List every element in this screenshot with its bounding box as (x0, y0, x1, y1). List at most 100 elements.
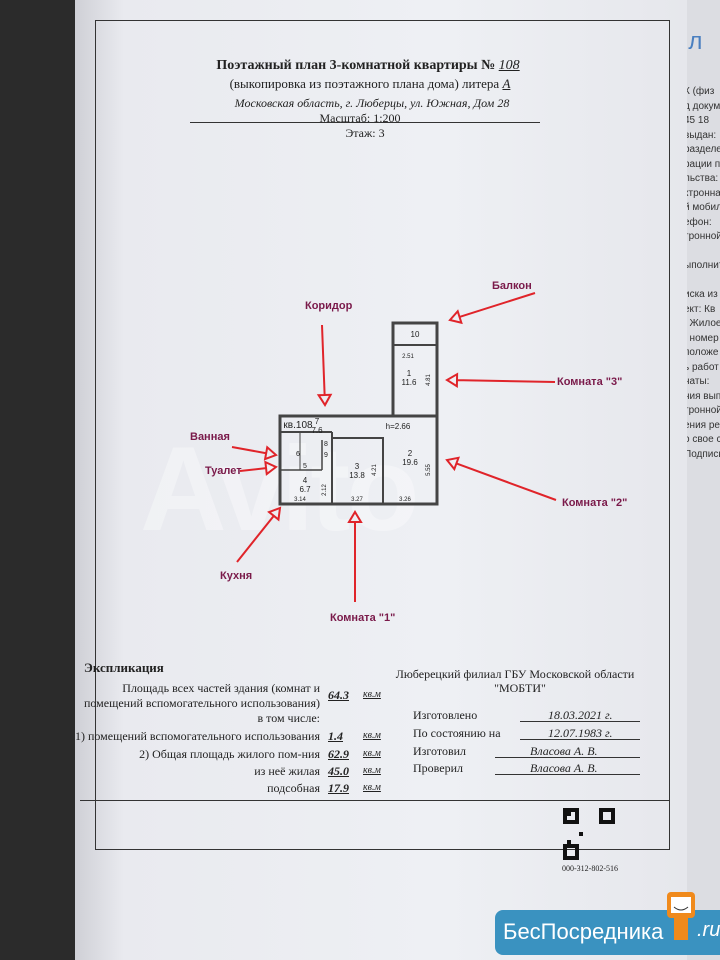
room-4-dim: 2.12 (322, 484, 328, 496)
qr-module (603, 808, 607, 812)
qr-module (603, 820, 607, 824)
qr-module (563, 820, 567, 824)
background-line: выдан: (684, 129, 717, 141)
underline (495, 757, 640, 758)
label-room-2: Комната "2" (562, 497, 628, 509)
background-line: ефон: (684, 216, 712, 228)
made-value: 18.03.2021 г. (548, 708, 613, 722)
unit: кв.м (363, 782, 381, 793)
room-3-area: 13.8 (349, 471, 365, 480)
room-7-area: 7.6 (311, 426, 323, 435)
qr-code (563, 808, 615, 860)
qr-module (611, 808, 615, 812)
qr-module (571, 808, 575, 812)
qr-module (563, 808, 567, 812)
explication-heading: Экспликация (84, 660, 164, 675)
room-4-num: 4 (303, 476, 308, 485)
qr-module (579, 832, 583, 836)
address: Московская область, г. Люберцы, ул. Южна… (234, 96, 510, 110)
qr-module (575, 856, 579, 860)
room-1-dim: 4.81 (426, 374, 432, 386)
qr-module (563, 848, 567, 852)
maker-label: Изготовил (413, 744, 467, 758)
width-3: 3.27 (351, 497, 363, 503)
qr-module (567, 812, 571, 816)
background-line: Подпись (684, 448, 720, 460)
background-line: разделе (684, 144, 720, 155)
room-8-num: 8 (324, 441, 328, 448)
qr-module (575, 844, 579, 848)
state-value: 12.07.1983 г. (548, 726, 613, 740)
qr-module (599, 820, 603, 824)
living-value: 45.0 (328, 764, 349, 778)
background-line: д докум (684, 100, 720, 112)
qr-module (563, 812, 567, 816)
red-arrow (316, 324, 333, 407)
qr-module (563, 852, 567, 856)
background-line: ь работ ( (684, 361, 720, 373)
scale: Масштаб: 1:200 (319, 111, 401, 125)
common-value: 62.9 (328, 747, 349, 761)
background-line: К (физ (684, 86, 715, 97)
qr-module (567, 856, 571, 860)
apartment-label: кв.108 (283, 420, 313, 431)
label-balcony: Балкон (492, 280, 532, 292)
room-6-num: 6 (296, 451, 300, 458)
qr-module (575, 808, 579, 812)
background-line: ения ре (684, 419, 720, 431)
ceiling-height: h=2.66 (386, 422, 411, 431)
living-label: из неё жилая (254, 764, 320, 778)
room-3-num: 3 (355, 462, 360, 471)
room-10-num: 10 (411, 330, 420, 339)
logo-name: БесПосредника (503, 919, 664, 944)
label-room-3: Комната "3" (557, 376, 623, 388)
background-line: ект: Кв (684, 303, 716, 315)
room-9-num: 9 (324, 452, 328, 459)
aux-label: 1) помещений вспомогательного использова… (74, 729, 320, 743)
site-logo: БесПосредника .ru (495, 892, 720, 955)
qr-module (575, 852, 579, 856)
qr-module (607, 808, 611, 812)
red-arrow (445, 372, 556, 388)
qr-module (567, 840, 571, 844)
checker-value: Власова А. В. (530, 761, 598, 775)
qr-module (599, 812, 603, 816)
background-line: положе (684, 347, 719, 358)
qr-module (575, 812, 579, 816)
qr-number: 000-312-802-516 (562, 864, 618, 873)
qr-module (571, 820, 575, 824)
org-name-1: Люберецкий филиал ГБУ Московской области (395, 667, 635, 681)
red-arrow (347, 510, 363, 602)
divider (190, 122, 540, 123)
room-1-area: 11.6 (402, 378, 418, 387)
checker-label: Проверил (413, 761, 463, 775)
qr-module (567, 820, 571, 824)
aux-value: 1.4 (328, 729, 343, 743)
room-7-num: 7 (315, 417, 320, 426)
room-2-area: 19.6 (402, 458, 418, 467)
red-arrow (236, 506, 282, 563)
divider (80, 800, 670, 801)
floor: Этаж: 3 (345, 126, 385, 140)
walls (278, 321, 439, 506)
qr-module (571, 844, 575, 848)
background-line: иска из (684, 289, 718, 300)
qr-module (611, 812, 615, 816)
background-line: тронной (684, 231, 720, 242)
page-title: Поэтажный план 3-комнатной квартиры № 10… (216, 58, 519, 74)
arrows (231, 292, 557, 602)
unit: кв.м (363, 748, 381, 759)
qr-module (599, 808, 603, 812)
label-room-1: Комната "1" (330, 612, 396, 624)
qr-module (599, 816, 603, 820)
width-2: 3.14 (294, 497, 306, 503)
background-line: льства: (684, 173, 719, 184)
label-kitchen: Кухня (220, 570, 253, 582)
total-value: 64.3 (328, 688, 349, 702)
qr-module (563, 816, 567, 820)
room-1-num: 1 (407, 369, 412, 378)
label-toilet: Туалет (205, 465, 242, 477)
background-line: рации п (684, 158, 720, 170)
qr-module (611, 820, 615, 824)
document-frame (95, 20, 670, 850)
